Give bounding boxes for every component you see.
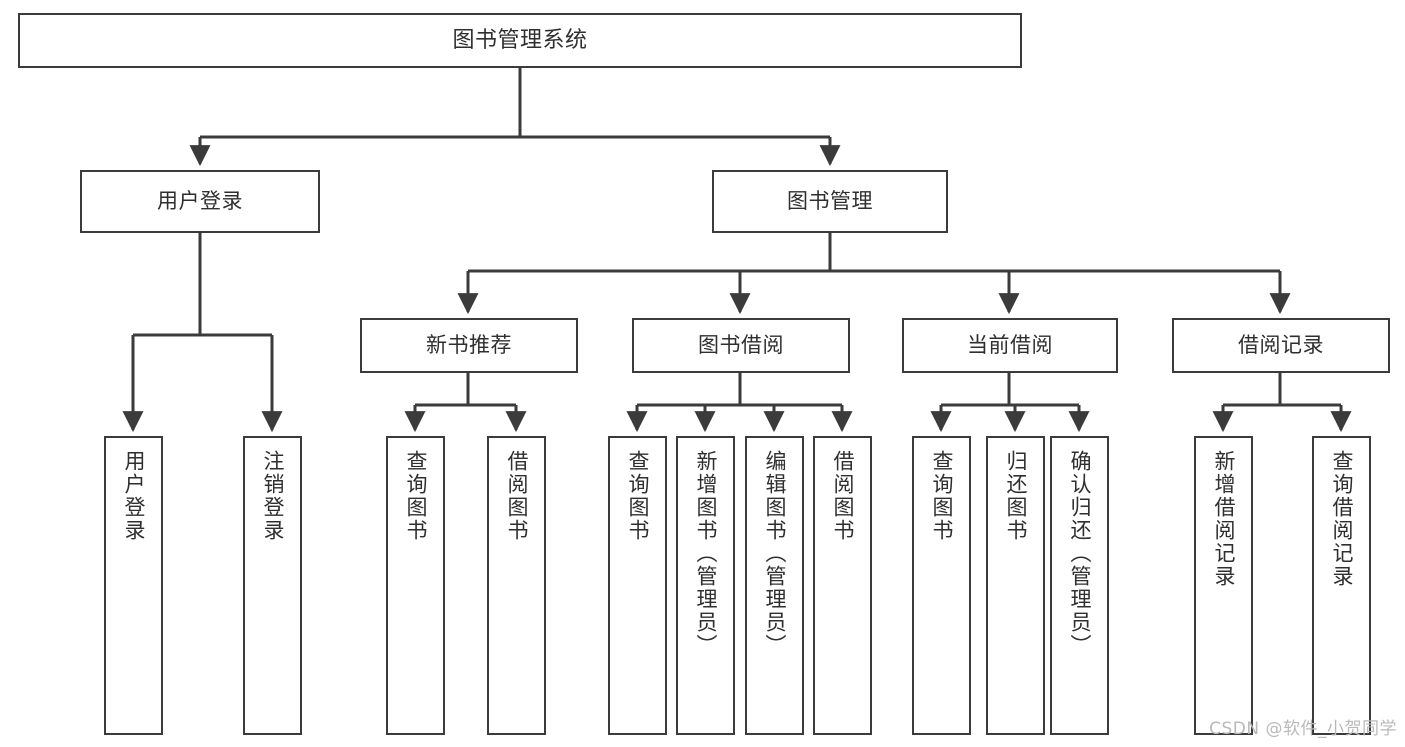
node-leaf-query-book-2-label: 查询图书 [626,450,650,542]
node-root[interactable]: 图书管理系统 [18,13,1022,68]
node-user-login[interactable]: 用户登录 [80,170,320,233]
node-leaf-query-book-1-label: 查询图书 [404,450,428,542]
node-leaf-add-book-label: 新增图书（管理员） [694,450,718,657]
node-borrow-record-label: 借阅记录 [1238,333,1324,358]
node-leaf-confirm-return-label: 确认归还（管理员） [1068,450,1092,657]
node-leaf-return-book[interactable]: 归还图书 [986,436,1045,735]
node-current-borrow-label: 当前借阅 [967,333,1053,358]
node-leaf-borrow-book-1-label: 借阅图书 [505,450,529,542]
node-book-manage[interactable]: 图书管理 [712,170,948,233]
node-leaf-borrow-book-1[interactable]: 借阅图书 [487,436,546,735]
node-leaf-borrow-book-2[interactable]: 借阅图书 [813,436,872,735]
node-leaf-query-book-3-label: 查询图书 [930,450,954,542]
node-new-book-rec-label: 新书推荐 [426,333,512,358]
node-leaf-add-record-label: 新增借阅记录 [1212,450,1236,588]
node-new-book-rec[interactable]: 新书推荐 [360,318,578,373]
node-leaf-edit-book[interactable]: 编辑图书（管理员） [745,436,804,735]
node-borrow-record[interactable]: 借阅记录 [1172,318,1390,373]
node-book-manage-label: 图书管理 [787,189,873,214]
node-root-label: 图书管理系统 [452,27,588,53]
node-leaf-query-book-1[interactable]: 查询图书 [386,436,445,735]
node-book-borrow[interactable]: 图书借阅 [632,318,850,373]
watermark: CSDN @软件_小贺同学 [1209,719,1397,739]
node-leaf-add-record[interactable]: 新增借阅记录 [1194,436,1253,735]
node-leaf-query-record[interactable]: 查询借阅记录 [1312,436,1371,735]
node-leaf-user-login-label: 用户登录 [122,450,146,542]
node-leaf-logout-label: 注销登录 [261,450,285,542]
node-leaf-return-book-label: 归还图书 [1004,450,1028,542]
node-leaf-user-login[interactable]: 用户登录 [104,436,163,735]
node-leaf-add-book[interactable]: 新增图书（管理员） [676,436,735,735]
node-leaf-query-book-3[interactable]: 查询图书 [912,436,971,735]
node-leaf-query-record-label: 查询借阅记录 [1330,450,1354,588]
node-leaf-edit-book-label: 编辑图书（管理员） [763,450,787,657]
node-leaf-query-book-2[interactable]: 查询图书 [608,436,667,735]
node-leaf-logout[interactable]: 注销登录 [243,436,302,735]
node-leaf-confirm-return[interactable]: 确认归还（管理员） [1050,436,1109,735]
node-book-borrow-label: 图书借阅 [698,333,784,358]
node-current-borrow[interactable]: 当前借阅 [902,318,1118,373]
node-user-login-label: 用户登录 [157,189,243,214]
node-leaf-borrow-book-2-label: 借阅图书 [831,450,855,542]
